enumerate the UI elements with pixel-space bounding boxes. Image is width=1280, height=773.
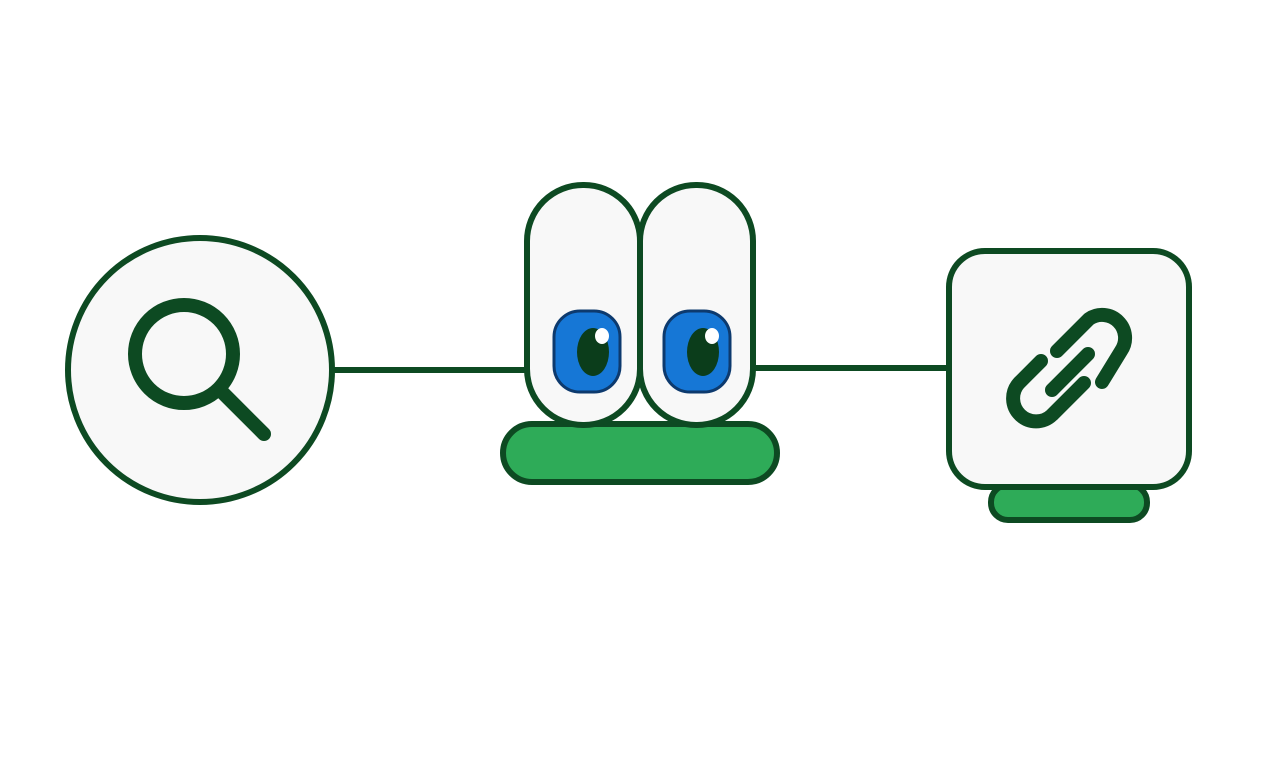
link-node-base <box>988 482 1150 523</box>
search-icon <box>128 298 271 441</box>
search-node-circle <box>65 235 335 505</box>
mascot-base-bar <box>500 421 780 485</box>
left-eye <box>524 182 643 428</box>
link-icon <box>1006 307 1133 429</box>
right-eye <box>637 182 756 428</box>
left-eye-highlight <box>595 328 609 344</box>
search-node <box>65 235 335 505</box>
mascot-node <box>500 182 780 485</box>
right-eye-highlight <box>705 328 719 344</box>
link-node <box>946 248 1192 523</box>
